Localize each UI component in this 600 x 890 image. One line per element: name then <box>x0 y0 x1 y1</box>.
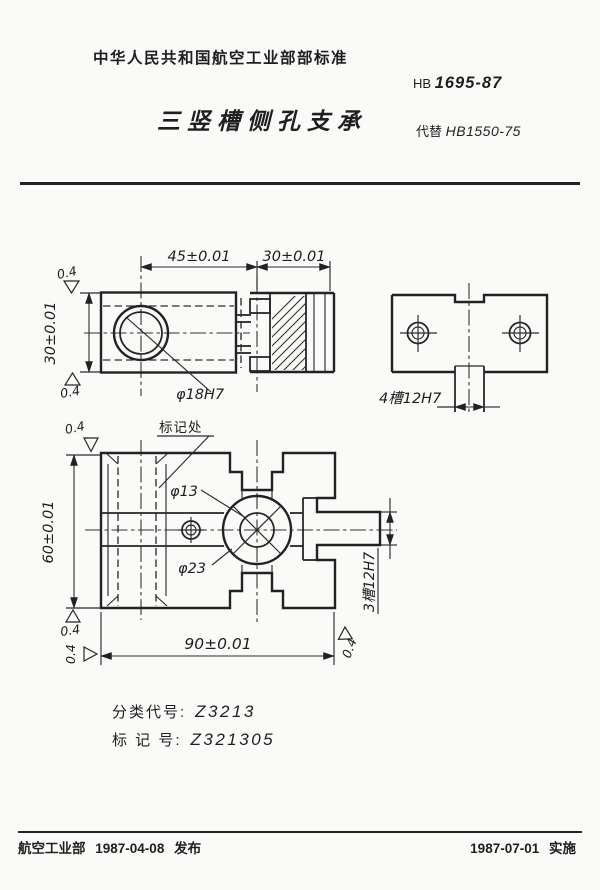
front-dim-30-top: 30±0.01 <box>263 249 326 265</box>
footer-issuer: 航空工业部 <box>18 841 86 856</box>
top-roughness-bottom-right: 0.4 <box>339 636 360 660</box>
front-view: 45±0.01 30±0.01 30±0.01 0.4 0.4 φ18H7 <box>43 249 336 403</box>
supersedes-code: HB1550-75 <box>445 123 521 139</box>
front-bore-label: φ18H7 <box>176 387 225 403</box>
top-roughness-bottom-left: 0.4 <box>59 621 81 639</box>
front-dim-45: 45±0.01 <box>168 249 231 265</box>
footer-implement: 1987-07-01 实施 <box>470 837 582 857</box>
front-dim-30-left: 30±0.01 <box>43 302 59 365</box>
header-divider-line <box>20 182 580 185</box>
mark-code-row: 标 记 号: Z321305 <box>112 726 275 754</box>
marking-spot-label: 标记处 <box>159 420 203 436</box>
top-roughness-dim-left: 0.4 <box>63 644 78 664</box>
top-large-bore-label: φ23 <box>178 561 206 577</box>
footer-divider-line <box>18 831 582 833</box>
footer-implement-label: 实施 <box>549 841 576 856</box>
supersedes-note: 代替 HB1550-75 <box>416 121 521 140</box>
class-code-row: 分类代号: Z3213 <box>112 698 275 726</box>
supersedes-prefix: 代替 <box>416 124 443 139</box>
top-dim-90: 90±0.01 <box>184 635 251 653</box>
classification-block: 分类代号: Z3213 标 记 号: Z321305 <box>112 698 275 754</box>
class-code-value: Z3213 <box>195 702 256 721</box>
class-code-label: 分类代号: <box>112 704 187 721</box>
side-slot-label: 4槽12H7 <box>379 390 442 407</box>
footer: 航空工业部 1987-04-08 发布 1987-07-01 实施 <box>18 837 582 857</box>
footer-publish-label: 发布 <box>174 841 202 856</box>
top-view: 标记处 φ13 φ23 60±0.01 90±0.01 3槽12H7 0.4 0… <box>41 418 397 665</box>
footer-publish: 航空工业部 1987-04-08 发布 <box>18 837 201 857</box>
section-hatching <box>272 296 306 370</box>
front-roughness-bottom: 0.4 <box>59 383 81 401</box>
footer-publish-date: 1987-04-08 <box>95 841 165 856</box>
mark-code-value: Z321305 <box>190 730 276 749</box>
standard-number-prefix: HB <box>413 76 432 91</box>
mark-code-label: 标 记 号: <box>112 732 182 749</box>
top-dim-60: 60±0.01 <box>41 501 57 564</box>
top-roughness-top: 0.4 <box>64 418 87 437</box>
standard-number-value: 1695-87 <box>434 74 503 92</box>
top-slot-label: 3槽12H7 <box>362 552 378 612</box>
document-title: 三竖槽侧孔支承 <box>157 108 367 134</box>
top-small-bore-label: φ13 <box>170 484 198 500</box>
side-view: 4槽12H7 <box>379 283 549 414</box>
standard-number: HB 1695-87 <box>413 74 502 93</box>
standard-org-title: 中华人民共和国航空工业部部标准 <box>93 50 349 67</box>
footer-implement-date: 1987-07-01 <box>470 841 540 856</box>
front-roughness-top: 0.4 <box>56 263 79 282</box>
